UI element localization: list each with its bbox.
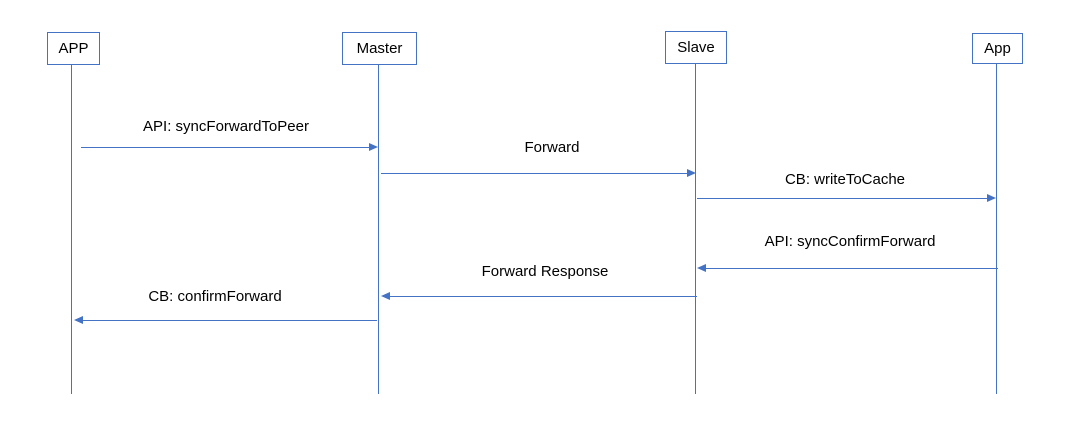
message-label: Forward Response [481,263,609,280]
actor-box-master: Master [342,32,417,65]
actor-box-app-left: APP [47,32,100,65]
actor-label: Master [356,40,403,57]
arrowhead-icon [697,264,706,273]
message-label: API: syncForwardToPeer [143,118,309,135]
actor-box-slave: Slave [665,31,727,64]
message-line [381,173,687,174]
message-line [706,268,998,269]
actor-label: App [984,40,1011,57]
message-label: API: syncConfirmForward [764,233,936,250]
lifeline-app-right [996,64,998,394]
message-line [81,147,369,148]
arrowhead-icon [987,194,996,203]
actor-box-app-right: App [972,33,1023,64]
lifeline-master [378,65,380,394]
lifeline-app-left [71,65,73,394]
arrowhead-icon [687,169,696,178]
actor-label: Slave [677,39,715,56]
message-label: CB: confirmForward [148,288,282,305]
message-label: Forward [524,139,580,156]
message-line [83,320,377,321]
lifeline-slave [695,64,697,394]
arrowhead-icon [381,292,390,301]
message-line [697,198,987,199]
arrowhead-icon [74,316,83,325]
actor-label: APP [58,40,89,57]
arrowhead-icon [369,143,378,152]
message-line [390,296,697,297]
message-label: CB: writeToCache [784,171,906,188]
